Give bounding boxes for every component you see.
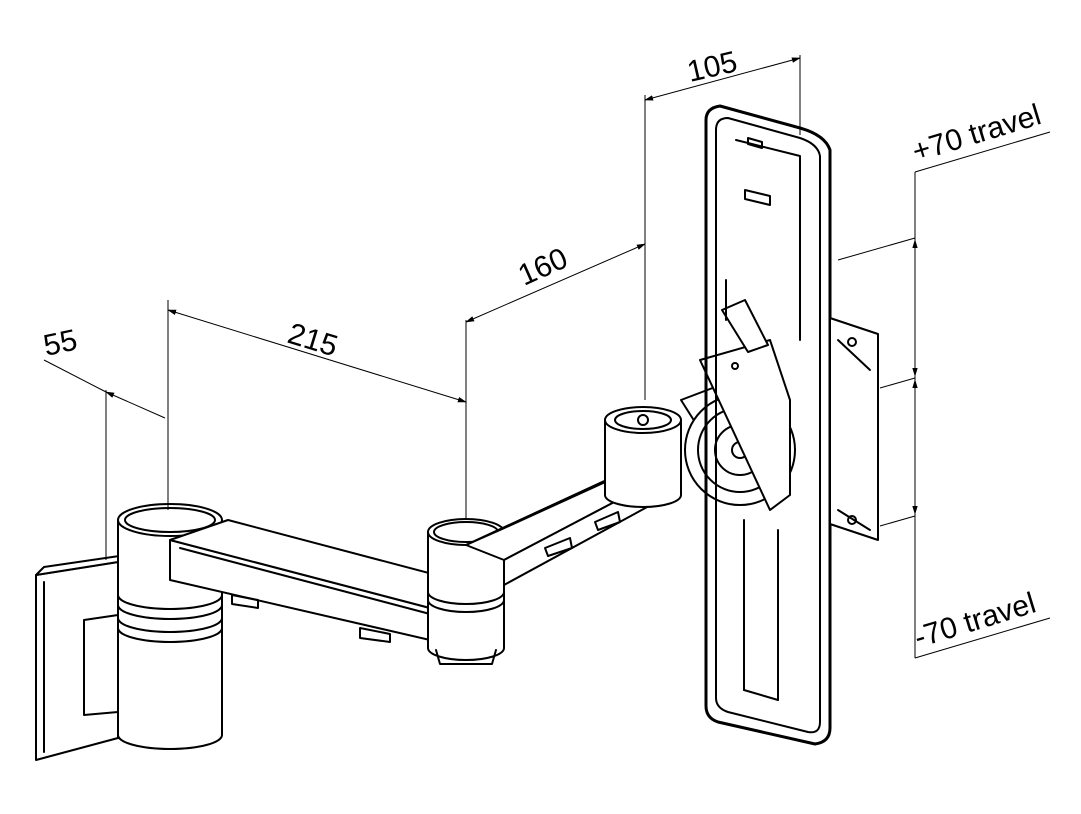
dimension-215: 215 [167,300,467,518]
monitor-rail-plate [704,104,832,746]
dimension-55: 55 [41,324,166,560]
label-105: 105 [684,45,740,88]
dimension-160: 160 [465,240,646,400]
first-arm-segment [169,519,479,643]
label-minus-70-travel: -70 travel [910,587,1039,655]
tilt-head [604,299,796,511]
label-160: 160 [513,242,572,293]
label-plus-70-travel: +70 travel [908,98,1044,168]
label-215: 215 [284,317,342,363]
dimension-105: 105 [644,45,801,240]
label-55: 55 [41,324,81,363]
vesa-plate [829,317,879,541]
wall-plate [35,554,127,761]
